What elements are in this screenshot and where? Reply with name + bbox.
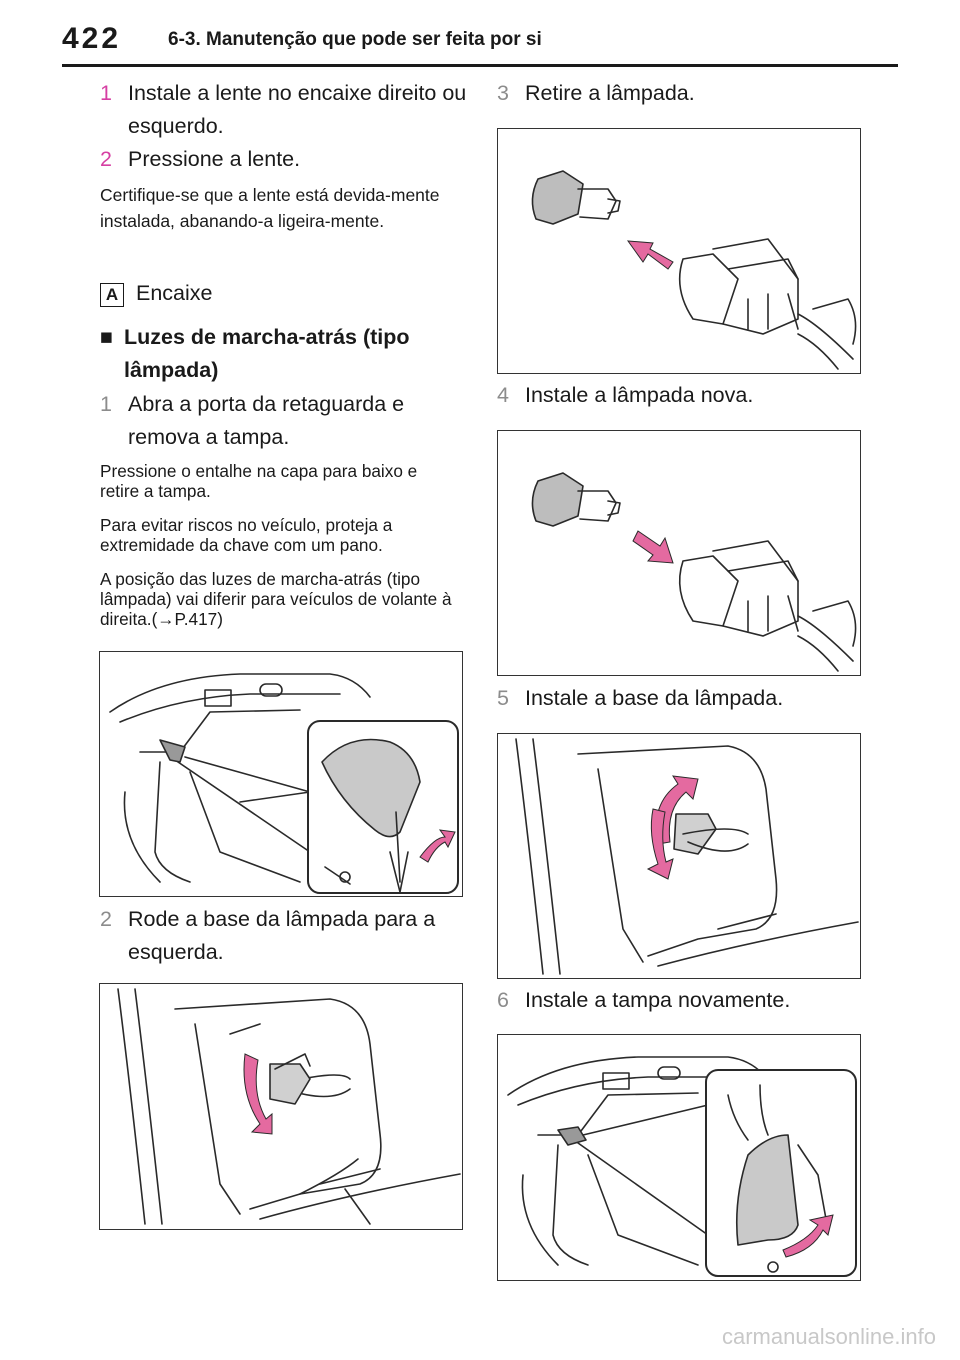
- step-number: 3: [497, 81, 509, 105]
- figure-install-cover: [497, 1034, 861, 1281]
- step-text: Pressione a lente.: [128, 147, 301, 171]
- step-number: 1: [100, 392, 112, 416]
- remove-bulb-illustration: [531, 170, 857, 370]
- note-press-notch: Pressione o entalhe na capa para baixo e…: [100, 461, 418, 501]
- section-header: 6-3. Manutenção que pode ser feita por s…: [168, 29, 542, 50]
- step-text: Instale a lâmpada nova.: [525, 383, 754, 407]
- section-square-icon: ■: [100, 325, 113, 349]
- lens-note: Certifique-se que a lente está devida-me…: [100, 185, 440, 231]
- lens-step-2: 2 Pressione a lente.: [100, 143, 470, 176]
- figure-remove-cover: [99, 651, 463, 897]
- step-number: 6: [497, 988, 509, 1012]
- reverse-step-2: 2 Rode a base da lâmpada para a esquerda…: [100, 903, 470, 969]
- fit-legend-label: Encaixe: [135, 281, 213, 305]
- callout-badge-a: A: [100, 283, 124, 307]
- watermark: carmanualsonline.info: [721, 1324, 936, 1349]
- bulb-base-install-illustration: [515, 738, 859, 975]
- bulb-base-rotate-illustration: [117, 988, 461, 1225]
- tailgate-cover-illustration: [109, 673, 459, 894]
- reverse-step-3: 3 Retire a lâmpada.: [497, 77, 867, 110]
- step-text: Rode a base da lâmpada para a esquerda.: [128, 907, 436, 964]
- figure-install-bulb-base: [497, 733, 861, 979]
- figure-install-bulb: [497, 430, 861, 676]
- step-number: 2: [100, 907, 112, 931]
- fit-legend: A Encaixe: [100, 281, 212, 307]
- step-number: 2: [100, 147, 112, 171]
- step-text: Retire a lâmpada.: [525, 81, 695, 105]
- section-title-reverse-lights: ■ Luzes de marcha-atrás (tipo lâmpada): [100, 321, 470, 387]
- page-number: 422: [62, 22, 122, 55]
- figure-rotate-bulb-base: [99, 983, 463, 1230]
- step-number: 5: [497, 686, 509, 710]
- note-rhd-position: A posição das luzes de marcha-atrás (tip…: [100, 569, 452, 629]
- step-number: 1: [100, 81, 112, 105]
- section-title-text: Luzes de marcha-atrás (tipo lâmpada): [124, 325, 410, 382]
- install-bulb-illustration: [531, 472, 857, 672]
- step-text: Instale a tampa novamente.: [525, 988, 791, 1012]
- lens-step-1: 1 Instale a lente no encaixe direito ou …: [100, 77, 470, 143]
- step-text: Abra a porta da retaguarda e remova a ta…: [128, 392, 405, 449]
- cover-install-illustration: [507, 1056, 857, 1277]
- reverse-step-1: 1 Abra a porta da retaguarda e remova a …: [100, 388, 470, 454]
- step-text: Instale a lente no encaixe direito ou es…: [128, 81, 467, 138]
- reverse-step-6: 6 Instale a tampa novamente.: [497, 984, 867, 1017]
- note-protect-key: Para evitar riscos no veículo, proteja a…: [100, 515, 393, 555]
- reverse-step-5: 5 Instale a base da lâmpada.: [497, 682, 867, 715]
- reverse-step-4: 4 Instale a lâmpada nova.: [497, 379, 867, 412]
- header-rule: [62, 64, 898, 67]
- figure-remove-bulb: [497, 128, 861, 374]
- step-number: 4: [497, 383, 509, 407]
- step-text: Instale a base da lâmpada.: [525, 686, 784, 710]
